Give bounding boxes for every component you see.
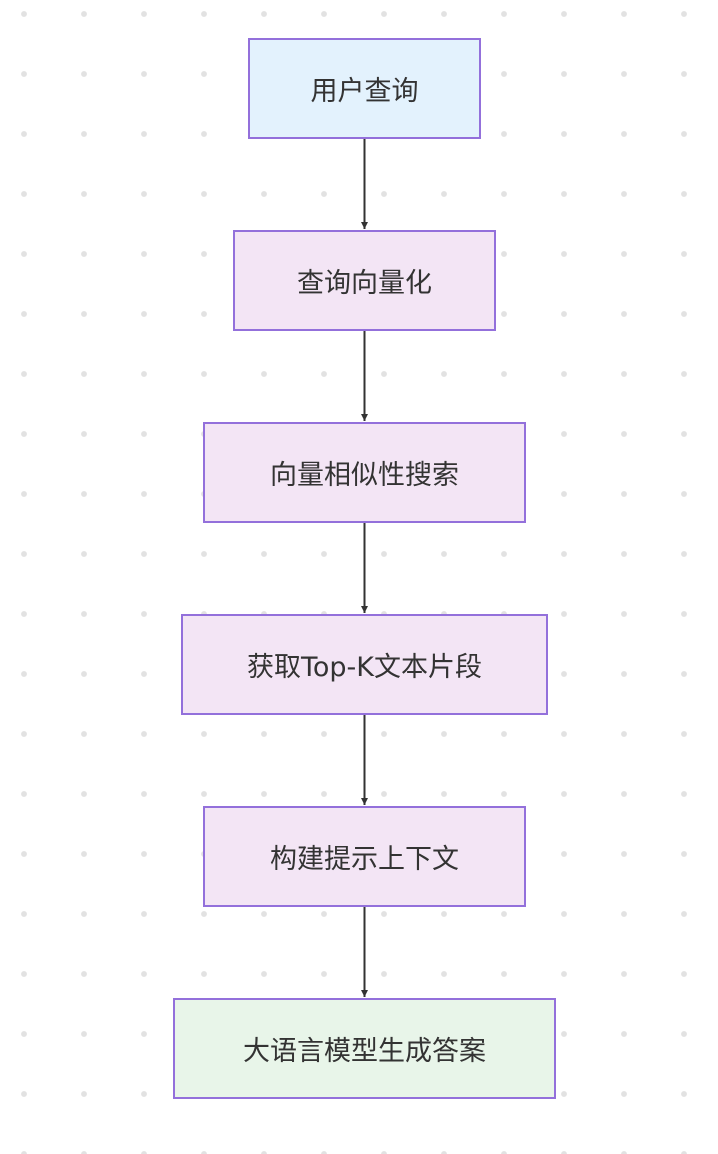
node-user-query: 用户查询	[248, 38, 481, 139]
node-build-prompt-context: 构建提示上下文	[203, 806, 526, 907]
node-label: 向量相似性搜索	[270, 460, 459, 491]
node-label: 用户查询	[310, 76, 419, 107]
node-retrieve-top-k: 获取Top-K文本片段	[181, 614, 548, 715]
node-label: 大语言模型生成答案	[243, 1036, 486, 1067]
node-label: 查询向量化	[297, 268, 432, 299]
node-query-vectorization: 查询向量化	[233, 230, 496, 331]
node-label: 获取Top-K文本片段	[246, 652, 482, 683]
node-vector-similarity-search: 向量相似性搜索	[203, 422, 526, 523]
node-llm-generate-answer: 大语言模型生成答案	[173, 998, 556, 1099]
node-label: 构建提示上下文	[270, 844, 459, 875]
